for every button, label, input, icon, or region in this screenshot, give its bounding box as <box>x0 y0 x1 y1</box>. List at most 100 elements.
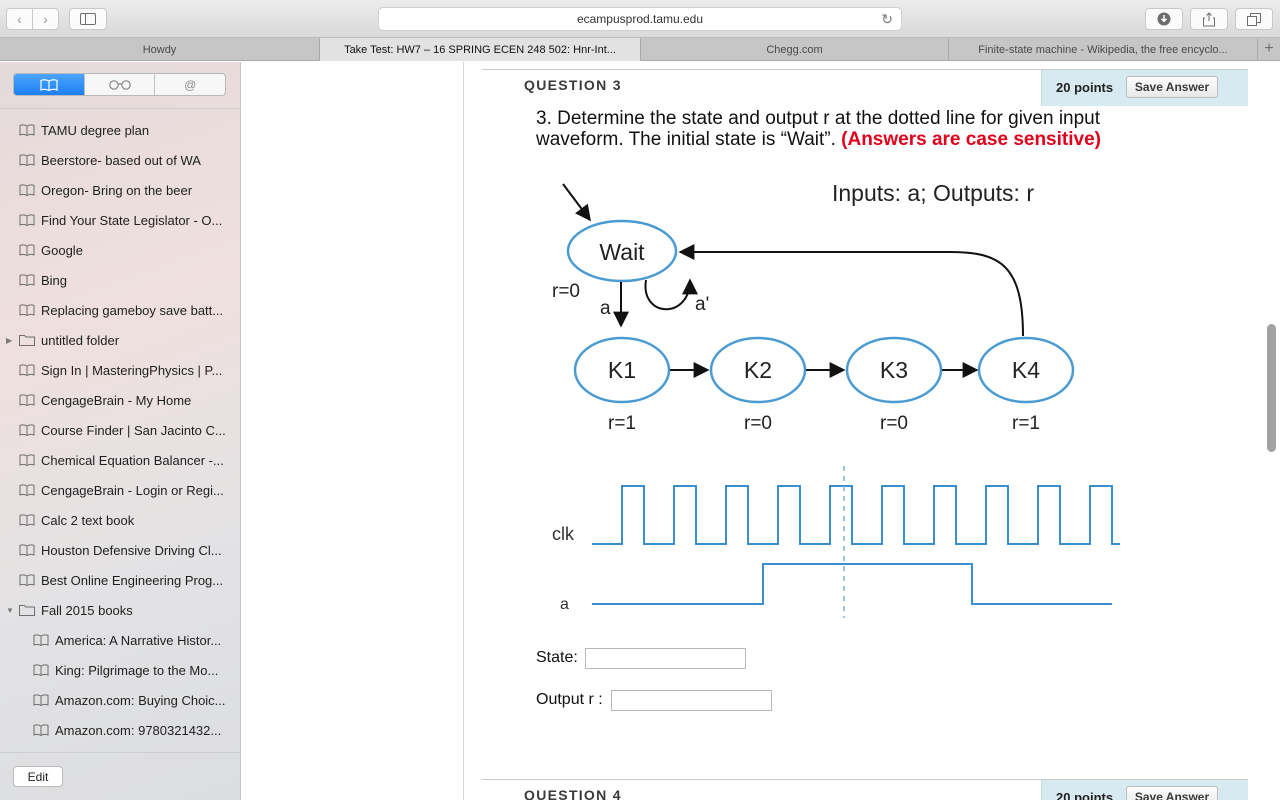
bookmark-icon <box>33 694 49 706</box>
bookmark-icon <box>19 454 35 466</box>
edge-label-a: a <box>600 298 611 319</box>
downloads-button[interactable] <box>1145 8 1183 30</box>
bookmark-label: Google <box>41 242 83 258</box>
bookmarks-tab-icon[interactable] <box>14 74 84 95</box>
case-sensitive-warning: (Answers are case sensitive) <box>841 129 1101 150</box>
edit-bookmarks-button[interactable]: Edit <box>13 766 63 787</box>
bookmark-item[interactable]: CengageBrain - Login or Regi... <box>0 475 241 505</box>
scrollbar-thumb[interactable] <box>1267 324 1276 452</box>
bookmark-item[interactable]: Replacing gameboy save batt... <box>0 295 241 325</box>
forward-icon[interactable]: › <box>32 9 58 29</box>
bookmark-label: Course Finder | San Jacinto C... <box>41 422 226 438</box>
edge-k4-wait <box>678 244 1024 337</box>
bookmark-label: Houston Defensive Driving Cl... <box>41 542 222 558</box>
bookmark-label: CengageBrain - My Home <box>41 392 192 408</box>
bookmark-icon <box>19 274 35 286</box>
bookmark-label: Amazon.com: Buying Choic... <box>55 692 226 708</box>
bookmark-label: Replacing gameboy save batt... <box>41 302 224 318</box>
bookmark-label: CengageBrain - Login or Regi... <box>41 482 224 498</box>
save-answer-button[interactable]: Save Answer <box>1126 786 1218 800</box>
bookmark-icon <box>19 544 35 556</box>
disclosure-closed-icon[interactable]: ▶ <box>6 335 13 345</box>
bookmark-item[interactable]: Best Online Engineering Prog... <box>0 565 241 595</box>
bookmark-label: King: Pilgrimage to the Mo... <box>55 662 219 678</box>
bookmark-item[interactable]: TAMU degree plan <box>0 115 241 145</box>
bookmark-folder[interactable]: ▶ untitled folder <box>0 325 241 355</box>
bookmark-item[interactable]: Calc 2 text book <box>0 505 241 535</box>
share-icon <box>1203 11 1215 26</box>
bookmark-label: untitled folder <box>41 332 120 348</box>
bookmark-label: Beerstore- based out of WA <box>41 152 201 168</box>
sidebar-toggle-button[interactable] <box>69 8 107 30</box>
bookmark-label: TAMU degree plan <box>41 122 150 138</box>
question-3-text: 3. Determine the state and output r at t… <box>536 108 1176 150</box>
disclosure-open-icon[interactable]: ▼ <box>6 605 14 615</box>
bookmark-item[interactable]: America: A Narrative Histor... <box>0 625 241 655</box>
bookmark-item[interactable]: Find Your State Legislator - O... <box>0 205 241 235</box>
bookmark-item[interactable]: Chemical Equation Balancer -... <box>0 445 241 475</box>
reload-icon[interactable]: ↻ <box>881 11 893 27</box>
question-4-points-box: 20 points Save Answer <box>1041 780 1248 800</box>
divider <box>0 108 241 109</box>
folder-icon <box>19 334 35 346</box>
state-wait <box>566 219 678 283</box>
state-wait-output: r=0 <box>552 281 580 302</box>
state-input[interactable] <box>585 648 746 669</box>
output-r-input[interactable] <box>611 690 772 711</box>
share-button[interactable] <box>1190 8 1228 30</box>
state-wait-label: Wait <box>599 239 645 265</box>
address-bar[interactable]: ecampusprod.tamu.edu ↻ <box>378 7 902 31</box>
bookmark-item[interactable]: King: Pilgrimage to the Mo... <box>0 655 241 685</box>
state-k1-label: K1 <box>608 357 636 383</box>
tab-label: Finite-state machine - Wikipedia, the fr… <box>978 43 1228 56</box>
state-k4-output: r=1 <box>1012 413 1040 434</box>
state-k2-output: r=0 <box>744 413 772 434</box>
bookmark-icon <box>19 424 35 436</box>
tabs-overview-button[interactable] <box>1235 8 1273 30</box>
question-divider <box>482 69 1248 70</box>
state-k4-label: K4 <box>1012 357 1040 383</box>
bookmark-item[interactable]: Beerstore- based out of WA <box>0 145 241 175</box>
tabs-icon <box>1247 12 1261 26</box>
bookmark-icon <box>33 664 49 676</box>
edge-label-a-not: a' <box>695 294 709 315</box>
sidebar-icon <box>80 13 96 25</box>
download-icon <box>1157 12 1171 26</box>
tab-wikipedia[interactable]: Finite-state machine - Wikipedia, the fr… <box>949 38 1258 61</box>
bookmark-label: Find Your State Legislator - O... <box>41 212 223 228</box>
reading-list-tab-icon[interactable] <box>83 74 155 95</box>
url-text: ecampusprod.tamu.edu <box>576 12 704 26</box>
bookmark-item[interactable]: Bing <box>0 265 241 295</box>
tab-howdy[interactable]: Howdy <box>0 38 320 61</box>
bookmark-label: Chemical Equation Balancer -... <box>41 452 224 468</box>
bookmark-item[interactable]: Google <box>0 235 241 265</box>
bookmark-label: Fall 2015 books <box>41 602 133 618</box>
signal-label-clk: clk <box>552 524 575 544</box>
save-answer-button[interactable]: Save Answer <box>1126 76 1218 98</box>
tab-chegg[interactable]: Chegg.com <box>641 38 949 61</box>
clk-waveform <box>592 485 1120 545</box>
bookmark-item[interactable]: Amazon.com: Buying Choic... <box>0 685 241 715</box>
bookmark-item[interactable]: Houston Defensive Driving Cl... <box>0 535 241 565</box>
bookmark-item[interactable]: Course Finder | San Jacinto C... <box>0 415 241 445</box>
nav-buttons: ‹ › <box>6 8 59 30</box>
tab-bar: Howdy Take Test: HW7 – 16 SPRING ECEN 24… <box>0 38 1280 61</box>
browser-toolbar: ‹ › ecampusprod.tamu.edu ↻ <box>0 0 1280 38</box>
state-k1 <box>573 336 671 404</box>
bookmark-item[interactable]: CengageBrain - My Home <box>0 385 241 415</box>
tab-label: Howdy <box>142 43 177 56</box>
divider <box>0 752 241 753</box>
bookmark-label: Best Online Engineering Prog... <box>41 572 224 588</box>
bookmark-icon <box>19 484 35 496</box>
bookmark-folder[interactable]: ▼ Fall 2015 books <box>0 595 241 625</box>
new-tab-button[interactable]: + <box>1264 40 1274 57</box>
bookmark-item[interactable]: Oregon- Bring on the beer <box>0 175 241 205</box>
bookmark-item[interactable]: Sign In | MasteringPhysics | P... <box>0 355 241 385</box>
shared-links-tab-icon[interactable]: @ <box>154 74 225 95</box>
state-k3-output: r=0 <box>880 413 908 434</box>
tab-take-test[interactable]: Take Test: HW7 – 16 SPRING ECEN 248 502:… <box>320 38 641 61</box>
figure-caption: Inputs: a; Outputs: r <box>832 180 1034 206</box>
bookmark-item[interactable]: Amazon.com: 9780321432... <box>0 715 241 745</box>
back-icon[interactable]: ‹ <box>17 11 22 27</box>
